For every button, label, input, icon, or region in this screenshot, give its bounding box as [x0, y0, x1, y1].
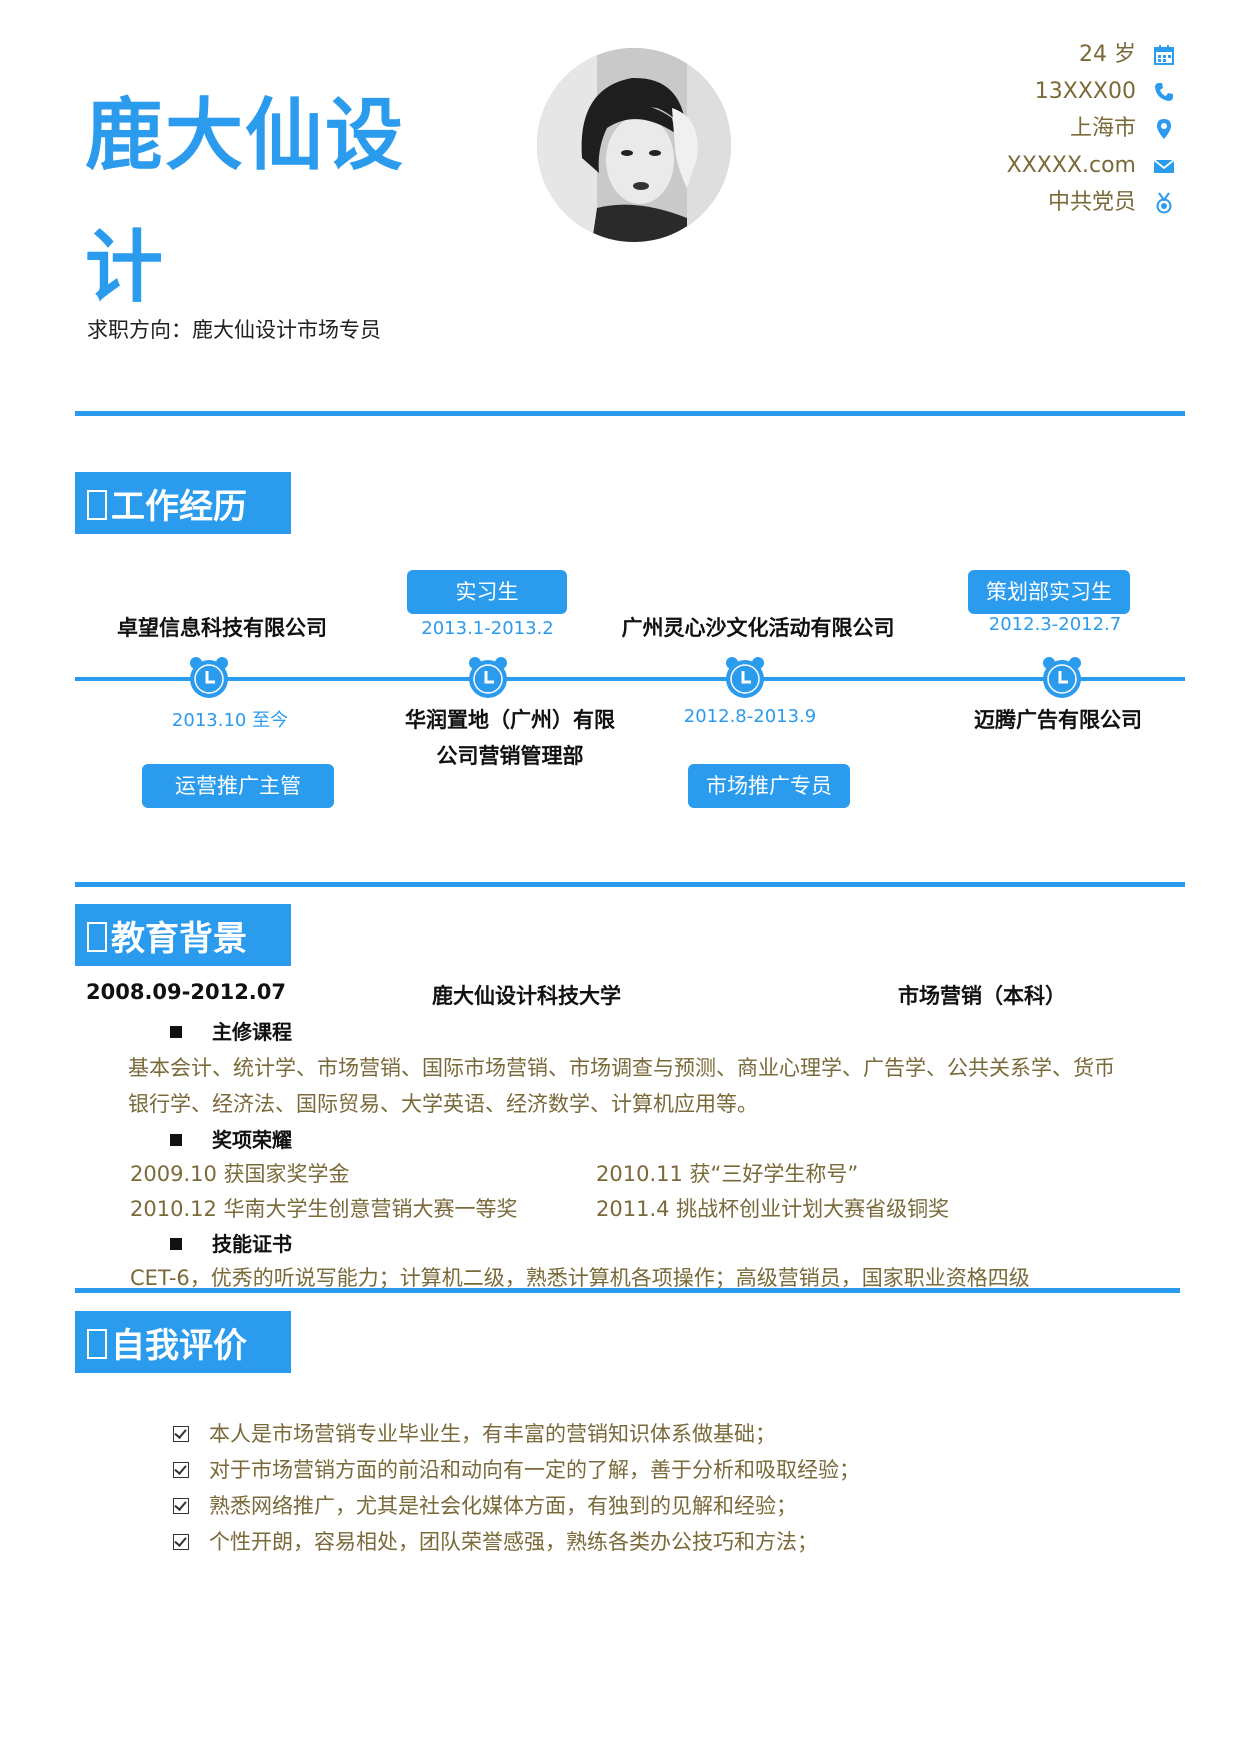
edu-school: 鹿大仙设计科技大学: [432, 984, 621, 1008]
contact-email: XXXXX.com: [815, 151, 1175, 181]
self-eval-item: 个性开朗，容易相处，团队荣誉感强，熟练各类办公技巧和方法；: [173, 1524, 818, 1560]
job-company: 华润置地（广州）有限公司营销管理部: [405, 708, 615, 768]
clock-icon: [1043, 657, 1081, 698]
courses-heading: 主修课程: [170, 1016, 292, 1045]
skills-heading: 技能证书: [170, 1228, 292, 1257]
location-icon: [1157, 119, 1171, 139]
job-date: 2013.10 至今: [171, 710, 289, 731]
square-icon: [87, 922, 107, 952]
checkbox-icon: [173, 1534, 189, 1550]
job-company: 卓望信息科技有限公司: [117, 616, 327, 640]
clock-icon: [726, 657, 764, 698]
award-item: 2009.10 获国家奖学金: [130, 1162, 350, 1186]
self-eval-item: 对于市场营销方面的前沿和动向有一定的了解，善于分析和吸取经验；: [173, 1452, 860, 1488]
bullet-square-icon: [170, 1238, 182, 1250]
edu-period: 2008.09-2012.07: [86, 980, 287, 1004]
timeline-line: [75, 677, 1185, 681]
courses-line: 基本会计、统计学、市场营销、国际市场营销、市场调查与预测、商业心理学、广告学、公…: [128, 1056, 1115, 1080]
section-work-header: 工作经历: [75, 472, 291, 534]
award-item: 2010.12 华南大学生创意营销大赛一等奖: [130, 1197, 518, 1221]
section-education-header: 教育背景: [75, 904, 291, 966]
avatar: [537, 48, 731, 242]
square-icon: [87, 490, 107, 520]
job-date: 2012.8-2013.9: [683, 706, 817, 727]
job-company: 广州灵心沙文化活动有限公司: [621, 616, 895, 640]
divider-rule: [75, 1288, 1180, 1293]
checkbox-icon: [173, 1426, 189, 1442]
job-position: 策划部实习生: [968, 570, 1130, 614]
divider-rule: [75, 411, 1185, 416]
mail-icon: [1153, 159, 1175, 173]
clock-icon: [469, 657, 507, 698]
contact-phone: 13XXX00: [815, 77, 1175, 107]
award-item: 2010.11 获“三好学生称号”: [596, 1162, 859, 1186]
contact-city: 上海市: [815, 114, 1175, 144]
contact-age: 24 岁: [815, 40, 1175, 70]
award-item: 2011.4 挑战杯创业计划大赛省级铜奖: [596, 1197, 950, 1221]
section-self-header: 自我评价: [75, 1311, 291, 1373]
self-eval-item: 本人是市场营销专业毕业生，有丰富的营销知识体系做基础；: [173, 1416, 776, 1452]
skills-text: CET-6，优秀的听说写能力；计算机二级，熟悉计算机各项操作；高级营销员，国家职…: [130, 1266, 1030, 1290]
checkbox-icon: [173, 1498, 189, 1514]
self-eval-item: 熟悉网络推广，尤其是社会化媒体方面，有独到的见解和经验；: [173, 1488, 797, 1524]
awards-heading: 奖项荣耀: [170, 1124, 292, 1153]
checkbox-icon: [173, 1462, 189, 1478]
edu-major: 市场营销（本科）: [898, 984, 1066, 1008]
job-date: 2013.1-2013.2: [421, 618, 554, 639]
job-position: 市场推广专员: [688, 764, 850, 808]
courses-line: 银行学、经济法、国际贸易、大学英语、经济数学、计算机应用等。: [128, 1092, 758, 1116]
job-company: 迈腾广告有限公司: [974, 708, 1142, 732]
bullet-square-icon: [170, 1134, 182, 1146]
calendar-icon: [1154, 45, 1174, 65]
divider-rule: [75, 882, 1185, 887]
medal-icon: [1156, 192, 1172, 214]
job-date: 2012.3-2012.7: [988, 614, 1122, 635]
job-position: 实习生: [407, 570, 567, 614]
job-position: 运营推广主管: [142, 764, 334, 808]
contact-party: 中共党员: [815, 188, 1175, 218]
square-icon: [87, 1329, 107, 1359]
candidate-name: 鹿大仙设计: [85, 91, 406, 313]
bullet-square-icon: [170, 1026, 182, 1038]
job-objective: 求职方向：鹿大仙设计市场专员: [87, 318, 381, 342]
phone-icon: [1155, 83, 1173, 101]
clock-icon: [190, 657, 228, 698]
